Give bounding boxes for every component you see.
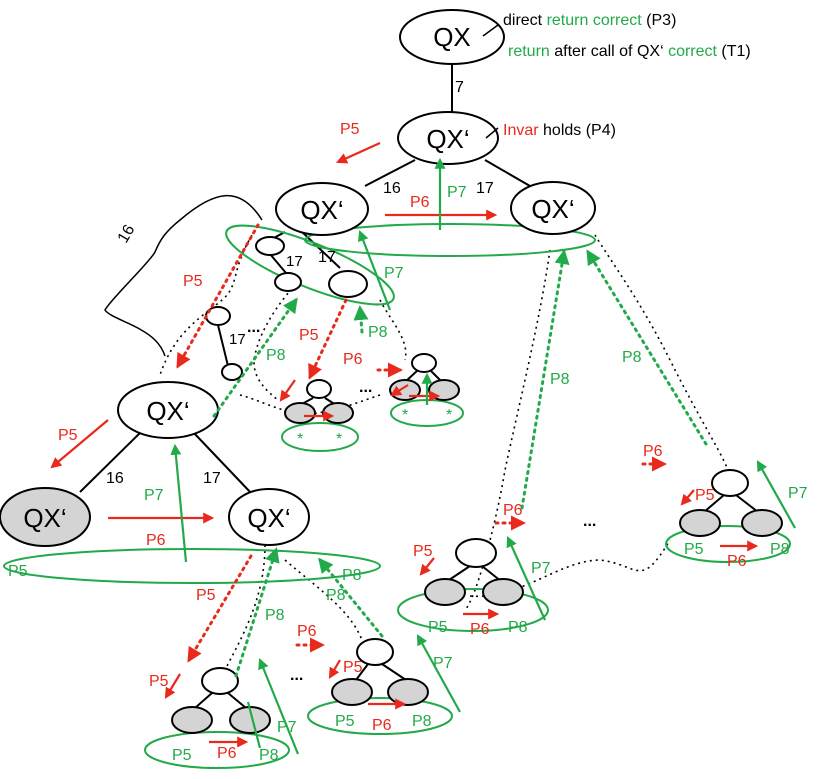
green-labels: P7 P7 P8 P8 P8 P8 P7 P5 P8 P8 P8 P7 P5 P… bbox=[8, 184, 808, 764]
svg-text:P6: P6 bbox=[146, 532, 166, 549]
node-labels: QX QX‘ QX‘ QX‘ QX‘ QX‘ QX‘ bbox=[23, 22, 574, 533]
grouping-ellipses bbox=[3, 223, 791, 769]
svg-text:P5: P5 bbox=[695, 487, 715, 504]
svg-text:P6: P6 bbox=[727, 553, 747, 570]
svg-text:16: 16 bbox=[383, 180, 401, 197]
svg-text:QX‘: QX‘ bbox=[531, 194, 574, 224]
red-labels: P5 P6 P5 P5 P6 P5 P6 P5 P5 P6 P6 P5 P6 P… bbox=[58, 121, 747, 762]
svg-text:...: ... bbox=[290, 667, 303, 684]
svg-text:*: * bbox=[446, 407, 452, 424]
svg-text:P7: P7 bbox=[788, 485, 808, 502]
svg-text:P5: P5 bbox=[149, 673, 169, 690]
node-root bbox=[399, 9, 505, 65]
svg-text:17: 17 bbox=[203, 470, 221, 487]
svg-text:*: * bbox=[336, 431, 342, 448]
green-dotted-arrows bbox=[212, 249, 708, 678]
svg-text:P8: P8 bbox=[342, 567, 362, 584]
svg-text:P5: P5 bbox=[183, 273, 203, 290]
svg-text:QX‘: QX‘ bbox=[247, 503, 290, 533]
svg-text:P8: P8 bbox=[412, 713, 432, 730]
node-mid-left-gray bbox=[0, 487, 91, 547]
svg-text:QX‘: QX‘ bbox=[23, 503, 66, 533]
svg-text:P8: P8 bbox=[550, 371, 570, 388]
svg-text:P5: P5 bbox=[58, 427, 78, 444]
svg-text:P7: P7 bbox=[277, 719, 297, 736]
svg-text:7: 7 bbox=[455, 79, 464, 96]
svg-text:P6: P6 bbox=[503, 502, 523, 519]
svg-text:QX‘: QX‘ bbox=[300, 195, 343, 225]
svg-text:...: ... bbox=[583, 513, 596, 530]
svg-text:17: 17 bbox=[318, 249, 336, 266]
svg-text:P6: P6 bbox=[343, 351, 363, 368]
svg-text:P5: P5 bbox=[428, 619, 448, 636]
svg-text:17: 17 bbox=[476, 180, 494, 197]
node-left bbox=[275, 182, 369, 236]
svg-text:P5: P5 bbox=[684, 541, 704, 558]
svg-text:P6: P6 bbox=[217, 745, 237, 762]
bracket-16 bbox=[104, 194, 263, 357]
svg-text:P8: P8 bbox=[508, 619, 528, 636]
annotation-p3: direct return correct (P3) bbox=[503, 12, 676, 29]
svg-text:P7: P7 bbox=[384, 265, 404, 282]
node-mid-right bbox=[228, 488, 310, 546]
svg-text:17: 17 bbox=[229, 331, 246, 348]
svg-text:P8: P8 bbox=[265, 607, 285, 624]
svg-text:P5: P5 bbox=[172, 747, 192, 764]
svg-text:P6: P6 bbox=[297, 623, 317, 640]
svg-text:P6: P6 bbox=[372, 717, 392, 734]
svg-text:P6: P6 bbox=[643, 443, 663, 460]
svg-text:P5: P5 bbox=[413, 543, 433, 560]
svg-text:P8: P8 bbox=[259, 747, 279, 764]
node-right bbox=[510, 181, 596, 235]
svg-text:P8: P8 bbox=[368, 324, 388, 341]
svg-text:P6: P6 bbox=[410, 194, 430, 211]
svg-text:P7: P7 bbox=[144, 487, 164, 504]
ellipsis-marks: ... ... ... ... bbox=[247, 319, 596, 684]
svg-text:...: ... bbox=[247, 319, 260, 336]
svg-text:QX‘: QX‘ bbox=[146, 396, 189, 426]
tree-edges bbox=[79, 64, 759, 709]
tree-nodes bbox=[0, 9, 783, 734]
svg-text:16: 16 bbox=[106, 470, 124, 487]
annotation-t1: return after call of QX‘ correct (T1) bbox=[508, 43, 751, 60]
svg-text:P5: P5 bbox=[340, 121, 360, 138]
svg-text:P7: P7 bbox=[447, 184, 467, 201]
svg-text:QX‘: QX‘ bbox=[426, 124, 469, 154]
edge-labels: 7 16 17 17 17 17 16 17 16 bbox=[106, 79, 494, 487]
svg-text:P7: P7 bbox=[531, 560, 551, 577]
svg-text:P8: P8 bbox=[622, 349, 642, 366]
red-dotted-arrows bbox=[176, 223, 667, 663]
label-root: QX bbox=[433, 22, 471, 52]
svg-text:P8: P8 bbox=[326, 587, 346, 604]
svg-text:P5: P5 bbox=[299, 327, 319, 344]
svg-text:P8: P8 bbox=[770, 541, 790, 558]
svg-text:P7: P7 bbox=[433, 655, 453, 672]
svg-text:*: * bbox=[402, 407, 408, 424]
svg-text:P5: P5 bbox=[335, 713, 355, 730]
svg-text:P5: P5 bbox=[343, 659, 363, 676]
svg-text:P6: P6 bbox=[470, 621, 490, 638]
annotations: direct return correct (P3) return after … bbox=[503, 12, 751, 139]
svg-text:P5: P5 bbox=[8, 563, 28, 580]
svg-text:16: 16 bbox=[115, 222, 139, 246]
svg-text:P8: P8 bbox=[266, 347, 286, 364]
svg-text:...: ... bbox=[359, 379, 372, 396]
svg-text:17: 17 bbox=[286, 253, 303, 270]
node-level1 bbox=[397, 111, 499, 165]
svg-text:*: * bbox=[297, 431, 303, 448]
svg-text:P5: P5 bbox=[196, 587, 216, 604]
annotation-p4: Invar holds (P4) bbox=[503, 122, 616, 139]
green-solid-arrows bbox=[170, 157, 796, 755]
